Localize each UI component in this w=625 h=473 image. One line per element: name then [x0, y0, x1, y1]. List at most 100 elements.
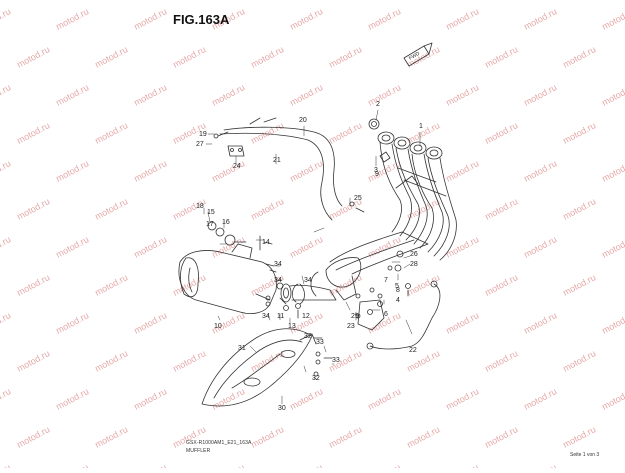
callout-20: 20: [299, 117, 307, 124]
watermark-text: motod.ru: [600, 6, 625, 32]
callout-19: 19: [199, 131, 207, 138]
figure-caption: MUFFLER: [186, 448, 211, 454]
collector-pipe: [280, 231, 429, 305]
exhaust-valve-cables: [219, 117, 343, 221]
watermark-text: motod.ru: [444, 6, 480, 32]
callout-32: 32: [312, 375, 320, 382]
watermark-text: motod.ru: [132, 310, 168, 336]
callout-18: 18: [196, 203, 204, 210]
watermark-text: motod.ru: [366, 6, 402, 32]
callout-7: 7: [384, 277, 388, 284]
watermark-text: motod.ru: [171, 44, 207, 70]
watermark-text: motod.ru: [600, 158, 625, 184]
callout-6: 6: [384, 311, 388, 318]
callout-14: 14: [262, 239, 270, 246]
figure-title: FIG.163A: [173, 12, 230, 27]
watermark-text: motod.ru: [366, 386, 402, 412]
callout-16: 16: [222, 219, 230, 226]
callout-17: 17: [206, 221, 214, 228]
watermark-text: motod.ru: [600, 310, 625, 336]
watermark-text: motod.ru: [522, 462, 558, 468]
watermark-text: motod.ru: [444, 386, 480, 412]
callout-34: 34: [262, 313, 270, 320]
watermark-text: motod.ru: [132, 234, 168, 260]
leader-lines: [203, 109, 421, 405]
watermark-text: motod.ru: [54, 310, 90, 336]
watermark-text: motod.ru: [210, 234, 246, 260]
watermark-text: motod.ru: [0, 462, 12, 468]
watermark-text: motod.ru: [132, 158, 168, 184]
callout-22: 22: [409, 347, 417, 354]
page-indicator: Seite 1 von 3: [570, 452, 600, 458]
watermark-text: motod.ru: [366, 82, 402, 108]
watermark-text: motod.ru: [600, 234, 625, 260]
callout-2: 2: [376, 101, 380, 108]
watermark-text: motod.ru: [93, 348, 129, 374]
watermark-text: motod.ru: [600, 462, 625, 468]
callout-31: 31: [238, 345, 246, 352]
bracket-plate: [357, 299, 385, 331]
watermark-text: motod.ru: [0, 386, 12, 412]
watermark-text: motod.ru: [0, 6, 12, 32]
watermark-text: motod.ru: [522, 386, 558, 412]
watermark-text: motod.ru: [54, 158, 90, 184]
watermark-text: motod.ru: [522, 158, 558, 184]
watermark-text: motod.ru: [522, 310, 558, 336]
callout-33: 33: [316, 339, 324, 346]
watermark-text: motod.ru: [483, 272, 519, 298]
watermark-text: motod.ru: [210, 158, 246, 184]
watermark-text: motod.ru: [132, 82, 168, 108]
watermark-text: motod.ru: [54, 82, 90, 108]
watermark-text: motod.ru: [522, 82, 558, 108]
watermark-text: motod.ru: [132, 6, 168, 32]
watermark-text: motod.ru: [444, 462, 480, 468]
callout-27: 27: [196, 141, 204, 148]
watermark-text: motod.ru: [561, 44, 597, 70]
watermark-text: motod.ru: [15, 348, 51, 374]
watermark-text: motod.ru: [210, 462, 246, 468]
watermark-text: motod.ru: [288, 6, 324, 32]
watermark-text: motod.ru: [444, 234, 480, 260]
watermark-text: motod.ru: [15, 196, 51, 222]
watermark-text: motod.ru: [249, 348, 285, 374]
watermark-text: motod.ru: [600, 82, 625, 108]
watermark-text: motod.ru: [522, 6, 558, 32]
watermark-text: motod.ru: [483, 424, 519, 450]
watermark-text: motod.ru: [327, 120, 363, 146]
watermark-text: motod.ru: [444, 310, 480, 336]
callout-23: 23: [347, 323, 355, 330]
watermark-text: motod.ru: [288, 462, 324, 468]
watermark-text: motod.ru: [15, 272, 51, 298]
watermark-text: motod.ru: [249, 44, 285, 70]
watermark-text: motod.ru: [210, 386, 246, 412]
callout-32: 32: [304, 333, 312, 340]
watermark-text: motod.ru: [405, 120, 441, 146]
callout-24: 24: [233, 163, 241, 170]
callout-28: 28: [410, 261, 418, 268]
callout-34: 34: [274, 261, 282, 268]
fasteners: [207, 118, 411, 377]
callout-25: 25: [354, 195, 362, 202]
watermark-text: motod.ru: [132, 386, 168, 412]
fwd-label: FWD: [408, 51, 421, 62]
watermark-text: motod.ru: [561, 120, 597, 146]
watermark-text: motod.ru: [288, 158, 324, 184]
watermark-text: motod.ru: [483, 44, 519, 70]
watermark-text: motod.ru: [600, 386, 625, 412]
watermark-text: motod.ru: [366, 462, 402, 468]
watermark-text: motod.ru: [522, 234, 558, 260]
callout-10: 10: [214, 323, 222, 330]
watermark-text: motod.ru: [483, 348, 519, 374]
callout-30: 30: [278, 405, 286, 412]
fwd-arrow-icon: [403, 42, 433, 67]
watermark-text: motod.ru: [327, 44, 363, 70]
callout-33: 33: [332, 357, 340, 364]
callout-21: 21: [273, 157, 281, 164]
figure-code: GSX-R1000AM1_E21_163A: [186, 440, 252, 446]
callout-5: 5: [395, 283, 399, 290]
callout-3: 3: [374, 167, 378, 174]
servo-clamp: [213, 131, 245, 157]
callout-34: 34: [304, 277, 312, 284]
